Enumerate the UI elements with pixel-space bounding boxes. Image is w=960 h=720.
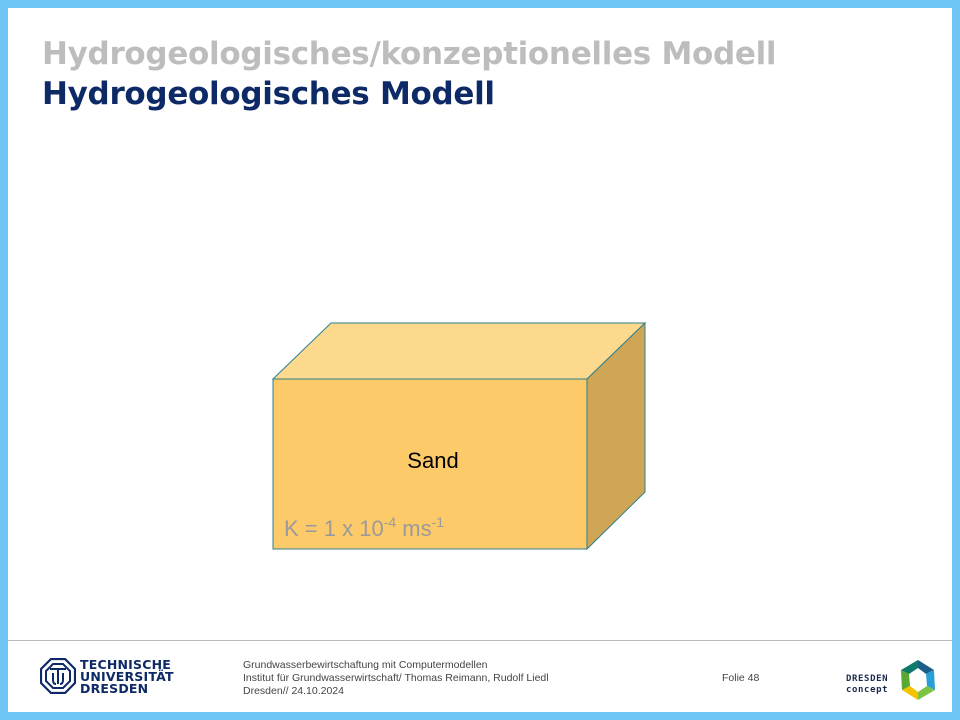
- footer-institute: Institut für Grundwasserwirtschaft/ Thom…: [243, 672, 549, 684]
- block-front-face: [272, 378, 588, 550]
- slide-number: Folie 48: [722, 672, 760, 684]
- tu-dresden-logo-icon: [40, 658, 76, 694]
- dresden-concept-wordmark: DRESDEN concept: [846, 674, 889, 695]
- footer-place-date: Dresden// 24.10.2024: [243, 685, 344, 697]
- slide-title: Hydrogeologisches Modell: [42, 76, 495, 112]
- footer-divider: [8, 640, 952, 641]
- footer-info: Grundwasserbewirtschaftung mit Computerm…: [243, 659, 549, 698]
- block-label: Sand: [407, 448, 459, 473]
- dresden-concept-logo-icon: [901, 660, 935, 700]
- footer-course: Grundwasserbewirtschaftung mit Computerm…: [243, 659, 488, 671]
- slide: Hydrogeologisches/konzeptionelles Modell…: [8, 8, 952, 712]
- tu-dresden-wordmark: TECHNISCHE UNIVERSITÄT DRESDEN: [80, 657, 174, 696]
- sand-block-diagram: [271, 321, 647, 551]
- block-top-face: [271, 322, 647, 380]
- slide-title-gray: Hydrogeologisches/konzeptionelles Modell: [42, 36, 777, 72]
- conductivity-label: K = 1 x 10-4 ms-1: [284, 514, 445, 541]
